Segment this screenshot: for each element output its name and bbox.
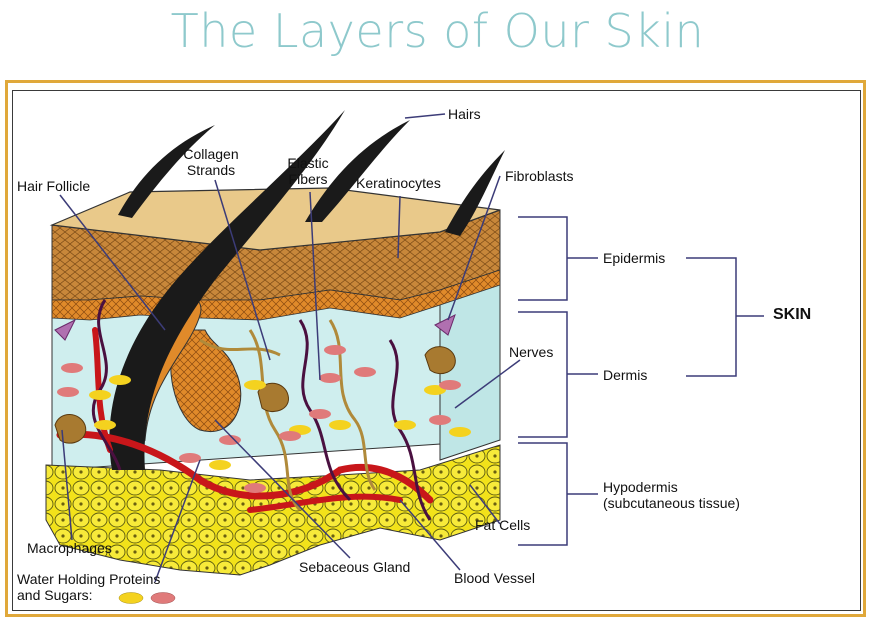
label-elastic-line2: Fibers bbox=[288, 171, 328, 187]
label-epidermis: Epidermis bbox=[603, 250, 666, 266]
label-macrophages: Macrophages bbox=[27, 540, 112, 556]
protein-ellipse bbox=[279, 431, 301, 441]
protein-ellipse bbox=[309, 409, 331, 419]
label-skin: SKIN bbox=[773, 306, 812, 323]
label-water-line1: Water Holding Proteins bbox=[17, 571, 161, 587]
fibroblast-1 bbox=[54, 318, 77, 341]
label-keratinocytes: Keratinocytes bbox=[356, 175, 441, 191]
blood-vessel-branch-2 bbox=[247, 493, 403, 513]
blood-vessel-main bbox=[56, 430, 434, 504]
protein-ellipse bbox=[394, 420, 416, 430]
bracket-hypodermis bbox=[518, 442, 598, 546]
leader-elastic bbox=[309, 191, 321, 381]
protein-ellipse bbox=[439, 380, 461, 390]
macrophage-2 bbox=[257, 382, 289, 412]
leader-keratinocytes bbox=[397, 195, 401, 259]
leader-macrophages bbox=[61, 429, 73, 541]
protein-ellipse bbox=[94, 420, 116, 430]
skin-surface bbox=[49, 187, 501, 251]
protein-ellipse bbox=[179, 453, 201, 463]
protein-ellipse bbox=[244, 483, 266, 493]
collagen-strand-3 bbox=[199, 338, 281, 357]
inner-frame bbox=[12, 90, 861, 611]
nerve-2 bbox=[298, 319, 352, 502]
hair-shaft-1 bbox=[118, 125, 215, 218]
macrophage-3 bbox=[424, 346, 456, 374]
protein-ellipse bbox=[429, 415, 451, 425]
collagen-strand-1 bbox=[248, 329, 302, 512]
protein-ellipse bbox=[61, 363, 83, 373]
leader-fat-cells bbox=[469, 484, 501, 525]
leader-collagen bbox=[214, 179, 271, 361]
label-hypodermis: Hypodermis (subcutaneous tissue) bbox=[603, 479, 740, 511]
protein-ellipse bbox=[324, 345, 346, 355]
label-hairs: Hairs bbox=[448, 106, 481, 122]
label-elastic-line1: Elastic bbox=[287, 155, 329, 171]
label-fibroblasts: Fibroblasts bbox=[505, 168, 574, 184]
page-title: The Layers of Our Skin bbox=[170, 4, 705, 58]
hair-shaft-2 bbox=[305, 120, 410, 222]
protein-ellipse bbox=[89, 390, 111, 400]
protein-ellipse bbox=[354, 367, 376, 377]
label-water-proteins: Water Holding Proteins and Sugars: bbox=[17, 571, 160, 603]
label-sebaceous-gland: Sebaceous Gland bbox=[299, 559, 411, 575]
nerve-3 bbox=[388, 339, 432, 521]
leader-hair-follicle bbox=[59, 194, 166, 331]
protein-ellipse bbox=[449, 427, 471, 437]
bracket-dermis bbox=[518, 311, 598, 438]
macrophage-1 bbox=[54, 414, 87, 444]
leader-sebaceous bbox=[214, 419, 351, 559]
label-dermis: Dermis bbox=[603, 367, 648, 383]
label-hypodermis-line2: (subcutaneous tissue) bbox=[603, 495, 740, 511]
bracket-skin bbox=[686, 257, 764, 377]
label-water-line2: and Sugars: bbox=[17, 587, 93, 603]
label-hypodermis-line1: Hypodermis bbox=[603, 479, 678, 495]
legend-sugar-pink bbox=[150, 592, 176, 604]
outer-frame bbox=[5, 80, 866, 617]
label-elastic-fibers: Elastic Fibers bbox=[280, 155, 336, 187]
leader-blood-vessel bbox=[399, 499, 461, 571]
bracket-epidermis bbox=[518, 216, 598, 301]
hair-shaft-3 bbox=[445, 150, 505, 236]
leader-nerves bbox=[454, 359, 521, 409]
hair-shaft-large bbox=[109, 110, 345, 470]
label-fat-cells: Fat Cells bbox=[475, 517, 531, 533]
legend-protein-yellow bbox=[118, 592, 144, 604]
protein-ellipse bbox=[319, 373, 341, 383]
protein-ellipse bbox=[219, 435, 241, 445]
fibroblast-2 bbox=[434, 314, 456, 336]
protein-ellipse bbox=[109, 375, 131, 385]
label-blood-vessel: Blood Vessel bbox=[454, 570, 535, 586]
label-nerves: Nerves bbox=[509, 344, 554, 360]
protein-ellipse bbox=[209, 460, 231, 470]
protein-ellipse bbox=[57, 387, 79, 397]
leader-hairs bbox=[404, 113, 446, 119]
leader-lines bbox=[59, 113, 764, 583]
protein-ellipse bbox=[244, 380, 266, 390]
leader-fibroblasts bbox=[447, 175, 501, 321]
label-collagen-strands: Collagen Strands bbox=[178, 146, 244, 178]
label-hair-follicle: Hair Follicle bbox=[17, 178, 91, 194]
label-collagen-line2: Strands bbox=[186, 162, 236, 178]
leader-water-proteins bbox=[154, 459, 201, 583]
label-collagen-line1: Collagen bbox=[183, 146, 239, 162]
protein-ellipse bbox=[329, 420, 351, 430]
